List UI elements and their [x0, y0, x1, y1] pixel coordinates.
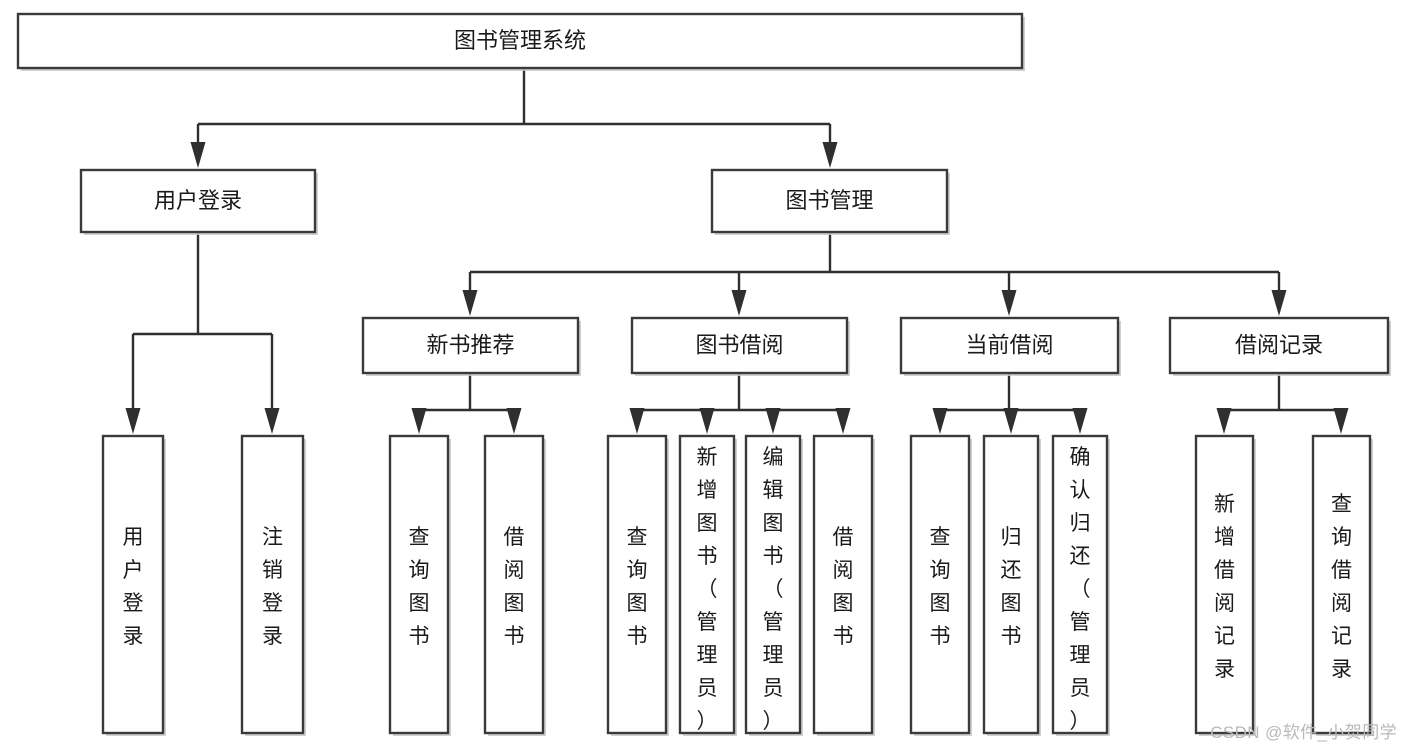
- node-label: 图书借阅: [695, 332, 783, 357]
- connector-current-borrow: [932, 373, 1088, 434]
- arrow-head-icon: [1072, 408, 1088, 434]
- node-leaf-borrow-book-2[interactable]: 借阅图书: [812, 434, 875, 736]
- node-label: 注销登录: [262, 526, 283, 648]
- node-box[interactable]: [16, 12, 1024, 70]
- node-leaf-borrow-book-1[interactable]: 借阅图书: [483, 434, 546, 736]
- arrow-head-icon: [190, 142, 206, 168]
- node-label: 借阅记录: [1235, 332, 1323, 357]
- node-label: 图书管理: [785, 188, 873, 213]
- node-box[interactable]: [909, 434, 971, 735]
- node-label: 查询图书: [627, 526, 648, 648]
- node-new-book-recommend[interactable]: 新书推荐: [361, 316, 581, 376]
- node-box[interactable]: [1311, 434, 1372, 735]
- arrow-head-icon: [629, 408, 645, 434]
- node-leaf-add-book[interactable]: 新增图书（管理员）: [678, 434, 737, 736]
- node-box[interactable]: [812, 434, 874, 735]
- node-label: 编辑图书（管理员）: [763, 446, 784, 733]
- arrow-head-icon: [835, 408, 851, 434]
- node-box[interactable]: [1194, 434, 1255, 735]
- node-label: 图书管理系统: [454, 28, 586, 53]
- node-box[interactable]: [899, 316, 1120, 375]
- arrow-head-icon: [1216, 408, 1232, 434]
- node-leaf-add-record[interactable]: 新增借阅记录: [1194, 434, 1256, 736]
- node-box[interactable]: [101, 434, 165, 735]
- arrow-head-icon: [506, 408, 522, 434]
- node-leaf-query-book-2[interactable]: 查询图书: [606, 434, 669, 736]
- node-leaf-query-record[interactable]: 查询借阅记录: [1311, 434, 1373, 736]
- arrow-head-icon: [731, 290, 747, 316]
- node-box[interactable]: [744, 434, 802, 735]
- arrow-head-icon: [411, 408, 427, 434]
- node-label: 确认归还（管理员）: [1070, 446, 1091, 733]
- node-box[interactable]: [240, 434, 305, 735]
- node-box[interactable]: [79, 168, 317, 234]
- node-label: 借阅图书: [833, 526, 854, 648]
- node-box[interactable]: [361, 316, 580, 375]
- connector-borrow-record: [1216, 373, 1349, 434]
- node-label: 新书推荐: [426, 332, 514, 357]
- csdn-watermark: CSDN @软件_小贺同学: [1210, 723, 1397, 742]
- node-book-manage[interactable]: 图书管理: [710, 168, 950, 235]
- node-borrow-record[interactable]: 借阅记录: [1168, 316, 1391, 376]
- node-leaf-query-book-1[interactable]: 查询图书: [388, 434, 451, 736]
- node-label: 用户登录: [123, 526, 144, 648]
- node-box[interactable]: [630, 316, 849, 375]
- node-box[interactable]: [483, 434, 545, 735]
- node-box[interactable]: [982, 434, 1040, 735]
- arrow-head-icon: [822, 142, 838, 168]
- node-leaf-return-book[interactable]: 归还图书: [982, 434, 1041, 736]
- node-label: 查询借阅记录: [1331, 493, 1352, 681]
- node-layer: 图书管理系统用户登录图书管理新书推荐图书借阅当前借阅借阅记录用户登录注销登录查询…: [16, 12, 1391, 736]
- node-leaf-query-book-3[interactable]: 查询图书: [909, 434, 972, 736]
- node-leaf-user-login[interactable]: 用户登录: [101, 434, 166, 736]
- arrow-head-icon: [932, 408, 948, 434]
- arrow-head-icon: [699, 408, 715, 434]
- node-label: 归还图书: [1001, 526, 1022, 648]
- node-label: 查询图书: [930, 526, 951, 648]
- node-box[interactable]: [1051, 434, 1109, 735]
- arrow-head-icon: [1271, 290, 1287, 316]
- arrow-head-icon: [1003, 408, 1019, 434]
- node-leaf-confirm-return[interactable]: 确认归还（管理员）: [1051, 434, 1110, 736]
- arrow-head-icon: [1001, 290, 1017, 316]
- connector-book-manage: [462, 232, 1287, 316]
- node-label: 当前借阅: [965, 332, 1053, 357]
- connector-new-book-recommend: [411, 373, 522, 434]
- node-box[interactable]: [388, 434, 450, 735]
- node-label: 查询图书: [409, 526, 430, 648]
- node-book-borrow[interactable]: 图书借阅: [630, 316, 850, 376]
- node-box[interactable]: [606, 434, 668, 735]
- node-box[interactable]: [678, 434, 736, 735]
- node-leaf-logout[interactable]: 注销登录: [240, 434, 306, 736]
- arrow-head-icon: [462, 290, 478, 316]
- arrow-head-icon: [765, 408, 781, 434]
- connector-user-login: [125, 232, 280, 434]
- node-label: 借阅图书: [504, 526, 525, 648]
- node-label: 用户登录: [154, 188, 242, 213]
- connector-root: [190, 68, 838, 168]
- node-box[interactable]: [1168, 316, 1390, 375]
- node-label: 新增图书（管理员）: [697, 446, 718, 733]
- connector-book-borrow: [629, 373, 851, 434]
- arrow-head-icon: [1333, 408, 1349, 434]
- node-label: 新增借阅记录: [1214, 493, 1235, 681]
- node-box[interactable]: [710, 168, 949, 234]
- node-leaf-edit-book[interactable]: 编辑图书（管理员）: [744, 434, 803, 736]
- node-user-login[interactable]: 用户登录: [79, 168, 318, 235]
- arrow-head-icon: [125, 408, 141, 434]
- node-root[interactable]: 图书管理系统: [16, 12, 1025, 71]
- node-current-borrow[interactable]: 当前借阅: [899, 316, 1121, 376]
- connector-layer: [125, 68, 1349, 434]
- arrow-head-icon: [264, 408, 280, 434]
